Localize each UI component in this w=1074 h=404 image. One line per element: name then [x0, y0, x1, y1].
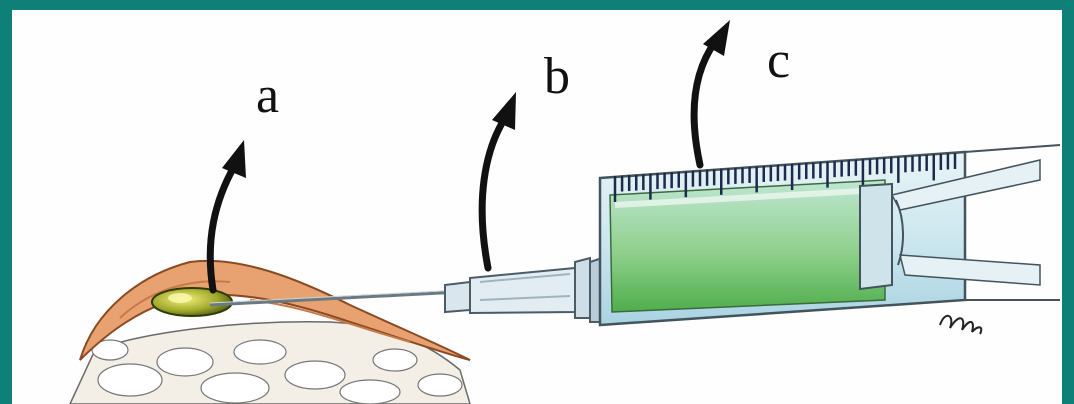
label-c: c — [767, 32, 790, 89]
artist-signature — [940, 316, 981, 334]
label-a: a — [256, 67, 279, 124]
curved-arrow-up-icon — [482, 92, 516, 268]
label-b: b — [544, 48, 570, 105]
curved-arrow-up-icon — [694, 20, 730, 165]
syringe-barrel — [600, 152, 965, 325]
